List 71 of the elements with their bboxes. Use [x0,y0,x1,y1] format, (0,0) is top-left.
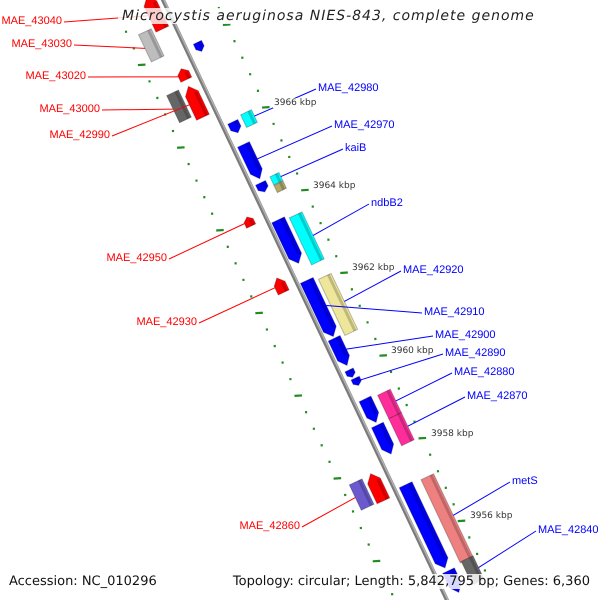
gene-label: MAE_42900 [435,329,496,342]
gene-block [166,89,192,124]
gene-shape [192,40,205,52]
gene-label: ndbB2 [371,197,403,210]
gene-block [138,28,165,63]
leader-line [346,336,434,350]
leader-line [280,148,344,178]
gene-shape [370,422,394,455]
gene-label: MAE_42950 [106,252,167,265]
gene-label: MAE_42910 [424,306,485,319]
gene-shape [358,395,380,424]
leader-line [112,104,190,136]
leader-line [198,287,276,324]
gene-label: MAE_42990 [49,129,110,142]
gene-shape [184,86,210,121]
gene-label: MAE_42870 [467,390,528,403]
gene-shape [398,481,448,569]
gene-shape [236,141,263,180]
gene-label: MAE_42890 [445,347,506,360]
gene-label: kaiB [345,142,366,155]
gene-label: MAE_43020 [25,70,86,83]
gene-label: MAE_43030 [11,38,72,51]
gene-shape [177,68,192,83]
gene-block [376,388,402,420]
gene-shape [344,367,356,378]
gene-shape [350,376,362,386]
gene-block [269,172,284,186]
gene-label: MAE_42880 [454,366,515,379]
scale-label: 3956 kbp [469,511,514,521]
gene-block [318,272,358,336]
leader-line [74,44,146,49]
gene-label: MAE_42840 [538,524,599,537]
leader-line [102,108,174,110]
scale-label: 3962 kbp [351,263,396,273]
leader-line [88,76,179,78]
gene-shape [254,180,269,192]
gene-label: MAE_43040 [1,15,62,28]
leader-line [326,304,422,314]
leader-line [302,497,356,528]
gene-label: MAE_42920 [403,264,464,277]
scale-label: 3958 kbp [430,429,474,439]
gene-shape [300,276,337,338]
gene-shape [227,118,242,134]
gene-shape [244,216,256,229]
leader-line [257,126,332,160]
leader-line [344,270,402,302]
leader-line [452,482,510,516]
gene-shape [328,334,350,366]
leader-line [360,354,444,380]
scale-label: 3964 kbp [312,181,356,191]
gene-block [273,180,288,194]
scale-label: 3960 kbp [390,346,434,356]
gene-block [240,109,258,128]
leader-line [407,396,466,427]
leader-line [395,372,452,402]
leader-line [478,530,536,568]
gene-label: metS [512,475,538,488]
gene-shape [274,277,290,296]
gene-block [288,211,325,266]
scale-label: 3966 kbp [273,98,318,108]
accession-text: Accession: NC_010296 [9,574,157,589]
gene-label: MAE_42980 [318,82,379,95]
gene-label: MAE_42860 [239,520,300,533]
gene-label: MAE_42930 [136,316,197,329]
gene-label: MAE_42970 [334,119,395,132]
gene-label: MAE_43000 [39,103,100,116]
leader-line [168,223,245,260]
gene-shape [367,473,390,504]
gene-shape [271,216,302,264]
gene-block [348,478,375,511]
gene-block [388,412,415,446]
